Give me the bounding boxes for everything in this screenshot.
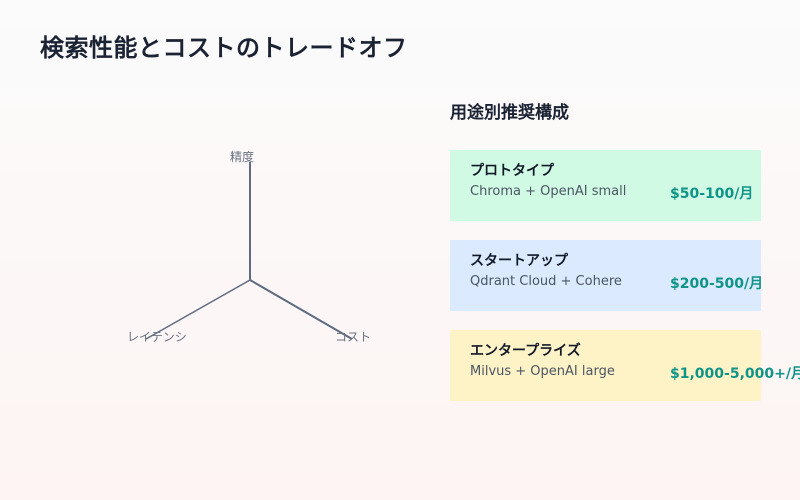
axis-label-accuracy: 精度: [230, 150, 255, 164]
card-name: エンタープライズ: [470, 343, 581, 359]
card-price: $1,000-5,000+/月: [670, 366, 800, 382]
page-title: 検索性能とコストのトレードオフ: [40, 34, 408, 62]
card-price: $50-100/月: [670, 186, 754, 202]
latency-axis: [145, 279, 251, 340]
axis-label-cost: コスト: [335, 330, 372, 344]
recommendations-title: 用途別推奨構成: [450, 103, 569, 123]
card-startup: スタートアップ Qdrant Cloud + Cohere $200-500/月: [450, 240, 764, 311]
card-name: プロトタイプ: [470, 163, 554, 179]
card-stack: Chroma + OpenAI small: [470, 184, 627, 199]
card-stack: Qdrant Cloud + Cohere: [470, 274, 622, 289]
axis-label-latency: レイテンシ: [127, 330, 187, 344]
card-stack: Milvus + OpenAI large: [470, 364, 615, 379]
card-price: $200-500/月: [670, 276, 764, 292]
card-name: スタートアップ: [470, 253, 568, 269]
card-enterprise: エンタープライズ Milvus + OpenAI large $1,000-5,…: [450, 330, 800, 401]
card-prototype: プロトタイプ Chroma + OpenAI small $50-100/月: [450, 150, 761, 221]
cost-axis: [249, 279, 353, 340]
